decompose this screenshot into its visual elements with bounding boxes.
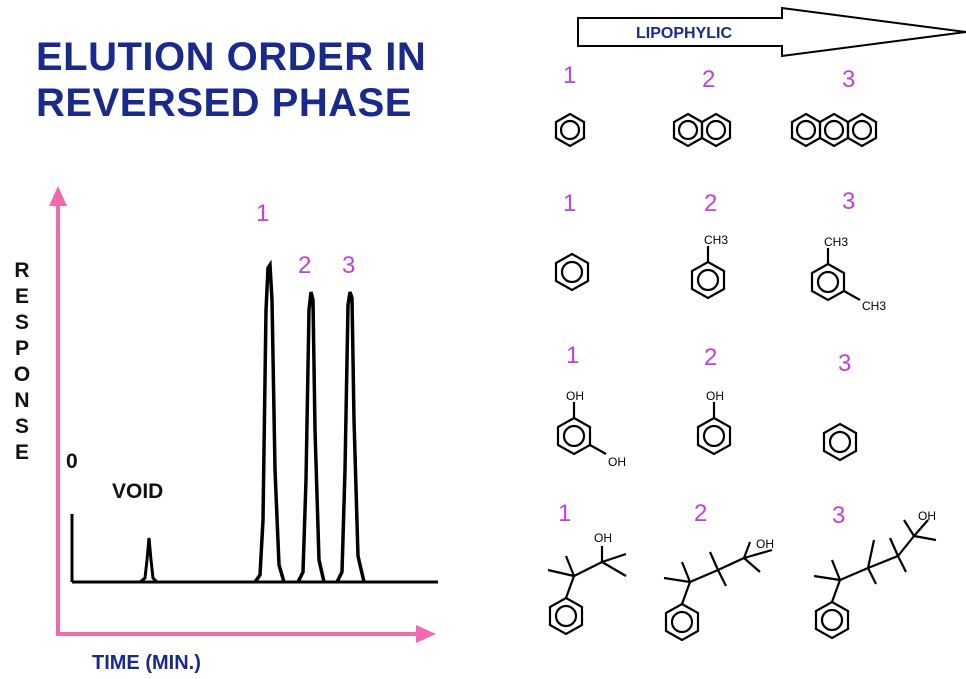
row3-benzene <box>822 422 858 462</box>
alcohol1-oh-label: OH <box>594 531 612 545</box>
void-label: VOID <box>112 480 164 503</box>
diagram-title: ELUTION ORDER IN REVERSED PHASE <box>36 35 427 125</box>
row1-number-1: 1 <box>563 62 577 89</box>
x-axis-arrowhead <box>416 625 436 643</box>
peak-label-1: 1 <box>256 200 270 227</box>
toluene-ch3-label: CH3 <box>704 233 728 247</box>
row4-number-1: 1 <box>558 500 572 527</box>
peak-2 <box>296 291 326 583</box>
row1-anthracene <box>790 112 878 148</box>
y-axis-label-letter: S <box>14 415 29 438</box>
y-axis-label-letter: O <box>13 363 31 386</box>
row4-alcohol-3 <box>813 519 937 640</box>
row3-number-3: 3 <box>838 350 852 377</box>
peak-1 <box>253 259 286 584</box>
xylene-ch3-bottom-label: CH3 <box>862 299 886 313</box>
y-axis-label-letter: E <box>14 285 29 308</box>
row2-toluene <box>690 246 726 300</box>
row1-naphthalene <box>672 112 732 148</box>
row2-xylene <box>810 248 861 302</box>
row1-number-3: 3 <box>842 66 856 93</box>
row3-number-1: 1 <box>566 342 580 369</box>
y-axis-label-letter: N <box>14 389 30 412</box>
row4-alcohol-2 <box>663 541 773 642</box>
alcohol2-oh-label: OH <box>756 537 774 551</box>
y-axis-arrowhead <box>49 186 67 206</box>
void-peak <box>139 537 159 584</box>
xylene-ch3-top-label: CH3 <box>824 235 848 249</box>
alcohol3-oh-label: OH <box>918 509 936 523</box>
peak-3 <box>335 291 366 583</box>
row2-benzene <box>554 252 590 292</box>
row1-number-2: 2 <box>702 66 716 93</box>
row3-resorcinol <box>556 402 607 456</box>
resorcinol-oh-top-label: OH <box>566 389 584 403</box>
row2-number-1: 1 <box>563 190 577 217</box>
row4-number-3: 3 <box>832 502 846 529</box>
y-axis-label-letter: P <box>14 337 29 360</box>
y-axis-label-letter: R <box>14 259 30 282</box>
x-axis-label: TIME (MIN.) <box>92 652 201 674</box>
y-axis-label-letter: E <box>14 441 29 464</box>
zero-label: 0 <box>66 450 78 473</box>
phenol-oh-label: OH <box>706 389 724 403</box>
y-axis-label-letter: S <box>14 311 29 334</box>
peak-label-2: 2 <box>298 252 312 279</box>
row4-number-2: 2 <box>694 500 708 527</box>
row3-number-2: 2 <box>704 344 718 371</box>
row4-alcohol-1 <box>547 546 627 636</box>
peak-label-3: 3 <box>342 252 356 279</box>
lipophylic-label: LIPOPHYLIC <box>636 25 733 42</box>
row1-benzene <box>554 112 586 148</box>
resorcinol-oh-bottom-label: OH <box>608 455 626 469</box>
row3-phenol <box>696 402 732 456</box>
row2-number-3: 3 <box>842 188 856 215</box>
lipophylic-arrow <box>577 6 966 58</box>
row2-number-2: 2 <box>704 190 718 217</box>
